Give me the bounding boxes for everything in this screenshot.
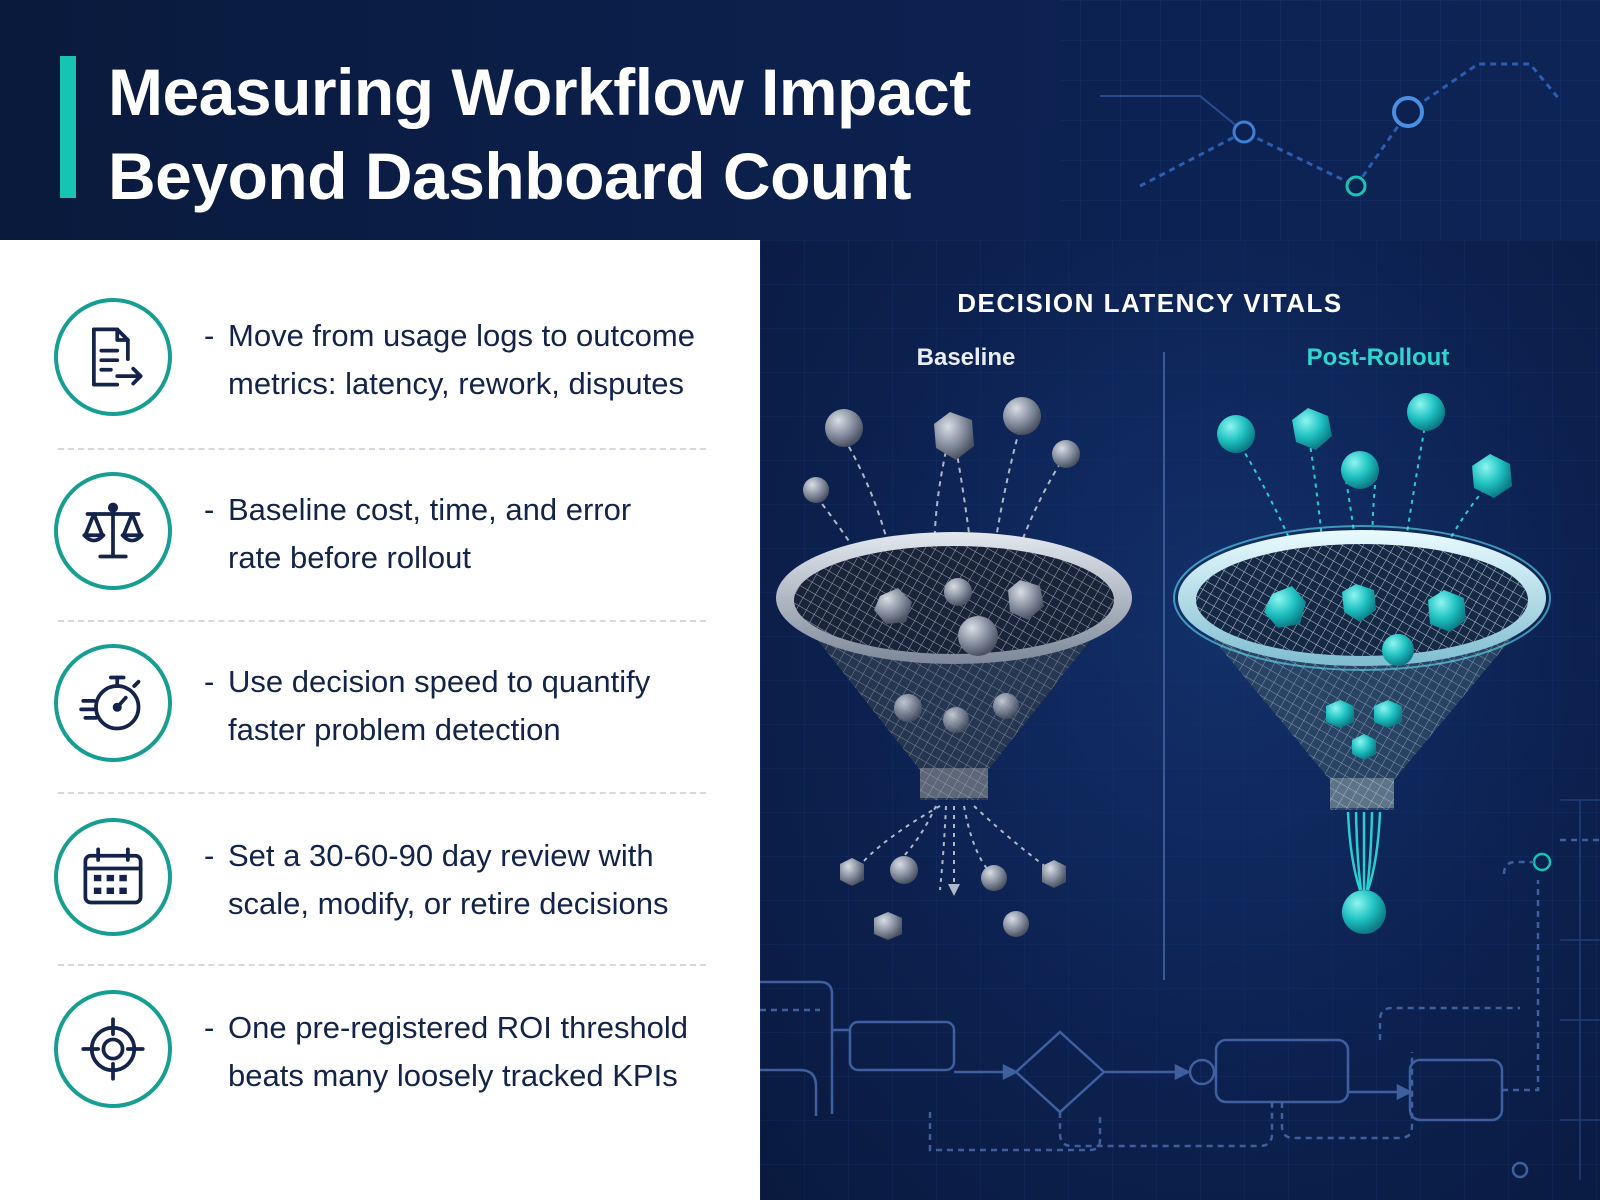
title-line-1: Measuring Workflow Impact xyxy=(108,55,971,129)
key-point-line-2: scale, modify, or retire decisions xyxy=(228,886,669,921)
icon-ring xyxy=(54,990,172,1108)
bullet-dash: - xyxy=(204,838,215,873)
key-point-text: - Use decision speed to quantify faster … xyxy=(204,658,724,754)
divider xyxy=(58,620,706,622)
icon-ring xyxy=(54,644,172,762)
key-point-text: - One pre-registered ROI threshold beats… xyxy=(204,1004,724,1100)
funnel-illustration xyxy=(760,240,1600,1200)
calendar-icon xyxy=(83,847,143,905)
bullet-dash: - xyxy=(204,1010,215,1045)
icon-ring xyxy=(54,472,172,590)
bullet-dash: - xyxy=(204,664,215,699)
target-icon xyxy=(81,1017,145,1081)
key-point-5: - One pre-registered ROI threshold beats… xyxy=(0,990,760,1162)
stopwatch-icon xyxy=(79,675,141,731)
icon-ring xyxy=(54,818,172,936)
key-point-text: - Set a 30-60-90 day review with scale, … xyxy=(204,832,724,928)
key-point-text: - Baseline cost, time, and error rate be… xyxy=(204,486,724,582)
bullet-dash: - xyxy=(204,492,215,527)
key-point-line-1: Set a 30-60-90 day review with xyxy=(228,838,654,873)
key-point-line-2: faster problem detection xyxy=(228,712,561,747)
divider xyxy=(58,964,706,966)
document-arrow-icon xyxy=(92,327,143,387)
icon-ring xyxy=(54,298,172,416)
scales-icon xyxy=(82,502,144,559)
diagram-title: DECISION LATENCY VITALS xyxy=(957,288,1343,318)
baseline-funnel xyxy=(776,397,1132,940)
key-point-line-1: Baseline cost, time, and error xyxy=(228,492,632,527)
key-point-text: - Move from usage logs to outcome metric… xyxy=(204,312,724,408)
header-chart-decoration xyxy=(1060,0,1600,240)
process-flowchart xyxy=(760,799,1600,1180)
key-point-4: - Set a 30-60-90 day review with scale, … xyxy=(0,818,760,990)
baseline-label: Baseline xyxy=(916,344,1016,371)
key-point-2: - Baseline cost, time, and error rate be… xyxy=(0,472,760,644)
header-banner: Measuring Workflow Impact Beyond Dashboa… xyxy=(0,0,1600,240)
bullet-dash: - xyxy=(204,318,215,353)
key-point-1: - Move from usage logs to outcome metric… xyxy=(0,298,760,470)
title-accent-bar xyxy=(60,56,76,198)
divider xyxy=(58,448,706,450)
key-point-3: - Use decision speed to quantify faster … xyxy=(0,644,760,816)
post-rollout-funnel xyxy=(1173,393,1551,934)
key-point-line-1: One pre-registered ROI threshold xyxy=(228,1010,689,1045)
divider xyxy=(58,792,706,794)
key-point-line-2: beats many loosely tracked KPIs xyxy=(228,1058,678,1093)
key-point-line-2: rate before rollout xyxy=(228,540,471,575)
key-point-line-1: Use decision speed to quantify xyxy=(228,664,651,699)
post-rollout-label: Post-Rollout xyxy=(1306,344,1450,371)
key-point-line-2: metrics: latency, rework, disputes xyxy=(228,366,684,401)
key-points-panel: - Move from usage logs to outcome metric… xyxy=(0,240,760,1200)
page-title: Measuring Workflow Impact Beyond Dashboa… xyxy=(108,50,1108,218)
title-line-2: Beyond Dashboard Count xyxy=(108,139,912,213)
key-point-line-1: Move from usage logs to outcome xyxy=(228,318,695,353)
decision-latency-diagram: DECISION LATENCY VITALS Baseline Post-Ro… xyxy=(760,240,1600,1200)
